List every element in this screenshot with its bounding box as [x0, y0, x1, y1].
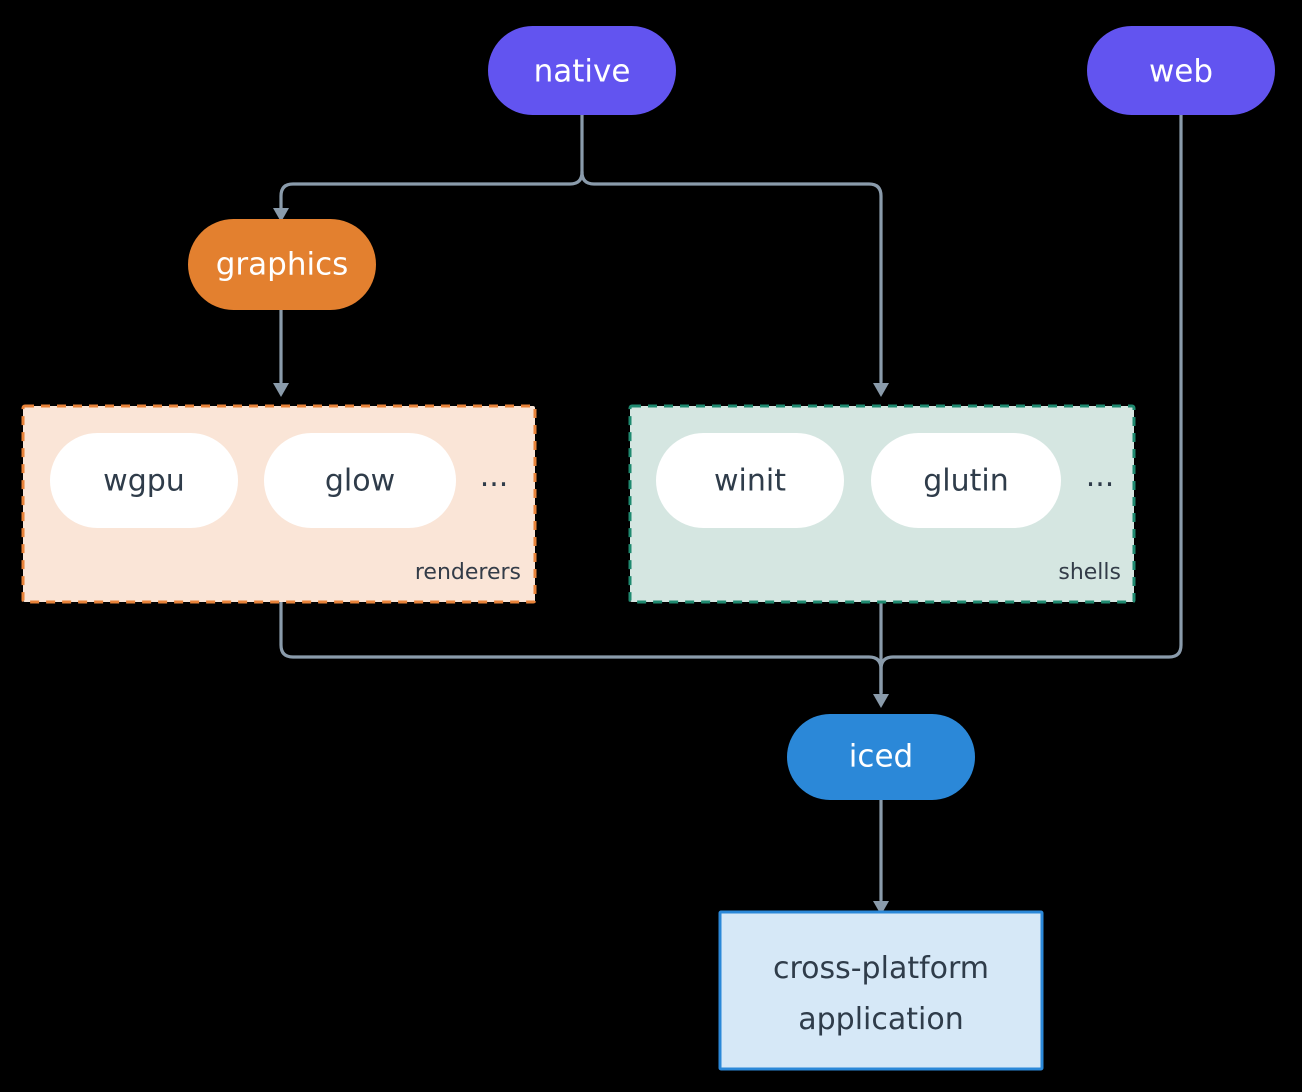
edge-layer — [273, 113, 1183, 915]
edge-native-to-shells — [580, 170, 883, 384]
node-application[interactable]: cross-platform application — [718, 910, 1044, 1071]
node-web[interactable]: web — [1087, 26, 1275, 115]
node-native-shape — [488, 26, 676, 115]
edge-web-to-iced — [879, 113, 1183, 695]
arrow-native-to-graphics — [273, 208, 289, 222]
node-application-shape — [718, 910, 1044, 1071]
renderer-node-glow[interactable] — [264, 433, 456, 528]
shell-node-glutin-label: glutin — [923, 464, 1009, 499]
renderers-group-label: renderers — [415, 560, 521, 585]
group-shells[interactable]: winit glutin ... shells — [628, 404, 1136, 604]
shell-node-winit[interactable] — [656, 433, 844, 528]
node-graphics[interactable]: graphics — [188, 219, 376, 310]
node-iced-shape — [787, 714, 975, 800]
arrow-native-to-shells — [873, 383, 889, 397]
arrow-graphics-to-renderers — [273, 383, 289, 397]
group-renderers[interactable]: wgpu glow ... renderers — [21, 404, 537, 604]
shells-group-label: shells — [1058, 560, 1121, 585]
edge-renderers-to-iced — [279, 600, 883, 695]
edge-native-to-graphics — [279, 170, 584, 210]
node-application-label-line2: application — [798, 1002, 963, 1037]
node-application-label-line1: cross-platform — [773, 951, 989, 986]
arrow-to-iced — [873, 694, 889, 708]
node-graphics-shape — [188, 219, 376, 310]
renderer-node-wgpu-label: wgpu — [103, 464, 185, 499]
node-iced[interactable]: iced — [787, 714, 975, 800]
node-iced-label: iced — [849, 739, 913, 775]
node-graphics-label: graphics — [216, 247, 349, 283]
shell-node-winit-label: winit — [714, 464, 786, 499]
node-web-shape — [1087, 26, 1275, 115]
renderers-ellipsis: ... — [480, 459, 509, 494]
renderer-node-glow-label: glow — [325, 464, 395, 499]
shells-ellipsis: ... — [1086, 459, 1115, 494]
shell-node-glutin[interactable] — [871, 433, 1061, 528]
node-web-label: web — [1149, 54, 1213, 90]
renderer-node-wgpu[interactable] — [50, 433, 238, 528]
node-native[interactable]: native — [488, 26, 676, 115]
node-native-label: native — [534, 54, 631, 90]
arrow-iced-to-application — [873, 901, 889, 915]
